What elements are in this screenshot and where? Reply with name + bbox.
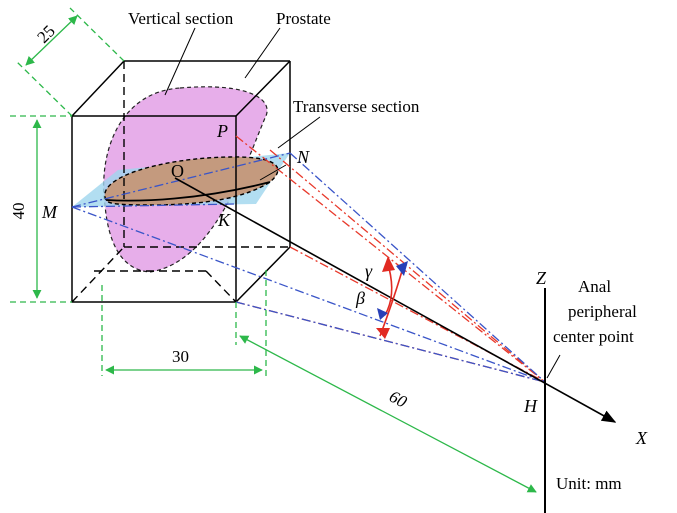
point-p-label: P <box>216 121 228 141</box>
cube-hidden-bl <box>71 246 125 303</box>
cube-edge-tl <box>71 60 125 117</box>
prostate-label: Prostate <box>276 9 331 28</box>
point-h-label: H <box>523 396 538 416</box>
angle-beta-label: β <box>355 288 365 308</box>
anal-label-line3: center point <box>553 327 634 346</box>
dim-depth-value: 25 <box>33 21 58 46</box>
point-n-label: N <box>296 147 310 167</box>
cube-edge-br <box>235 246 291 303</box>
anal-label-line2: peripheral <box>568 302 637 321</box>
x-axis-line <box>174 177 617 423</box>
dim-distance-value: 60 <box>386 387 410 412</box>
angle-arrow-red-top <box>382 256 395 272</box>
intersection-region <box>104 156 279 206</box>
angle-gamma-arc <box>384 267 393 316</box>
point-k-label: K <box>217 210 231 230</box>
axis-z-label: Z <box>536 268 547 288</box>
angle-gamma-label: γ <box>365 261 373 281</box>
vertical-section-label: Vertical section <box>128 9 234 28</box>
axis-x-label: X <box>635 428 648 448</box>
transverse-section-label: Transverse section <box>293 97 420 116</box>
leader-vertical-section <box>164 27 196 96</box>
dim-height-value: 40 <box>9 203 28 220</box>
leader-anal-point <box>546 354 561 379</box>
dim-depth <box>14 7 125 117</box>
point-o-label: O <box>171 161 184 181</box>
intersection-front-edge <box>105 181 271 202</box>
unit-label: Unit: mm <box>556 474 622 493</box>
dim-width <box>101 270 267 376</box>
dim-width-value: 30 <box>172 347 189 366</box>
dim-height <box>10 115 72 303</box>
anal-label-line1: Anal <box>578 277 611 296</box>
leader-prostate <box>244 27 281 79</box>
point-m-label: M <box>41 202 58 222</box>
leader-transverse-section <box>277 116 321 149</box>
dim-distance <box>235 302 537 493</box>
leader-transverse-to-blue <box>259 164 287 181</box>
cube-front-face <box>71 115 237 303</box>
angle-arrow-blue-mid <box>377 308 388 320</box>
red-projection-lines <box>235 135 546 383</box>
angle-arrow-blue-top <box>396 261 408 276</box>
cube-edge-tr <box>235 60 291 117</box>
cube-inner-ledge-down <box>205 270 237 303</box>
angle-arrow-red-bottom <box>376 328 390 339</box>
